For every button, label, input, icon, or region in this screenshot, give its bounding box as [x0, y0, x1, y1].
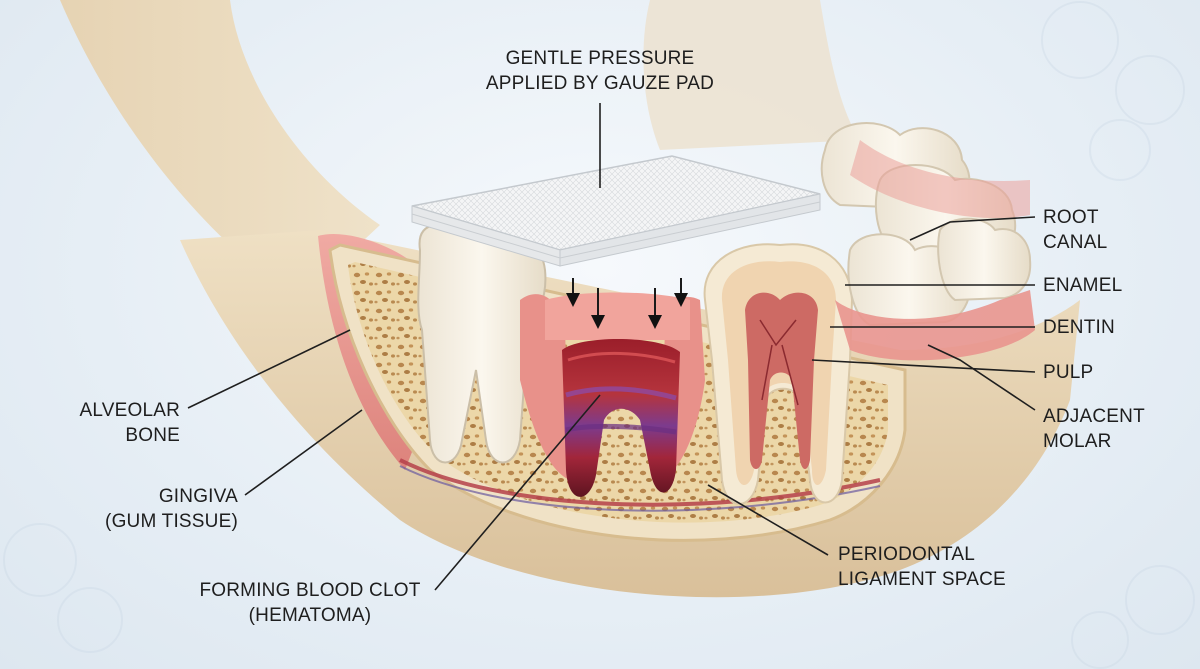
label-dentin: DENTIN	[1043, 317, 1115, 338]
socket-gum-top	[545, 292, 690, 340]
leader-lines	[187, 103, 1036, 591]
label-enamel: ENAMEL	[1043, 275, 1123, 296]
molar-cross-section	[703, 243, 854, 505]
label-blood-clot: FORMING BLOOD CLOT (HEMATOMA)	[199, 580, 421, 626]
ramus-left	[60, 0, 380, 300]
adjacent-teeth	[820, 122, 1035, 361]
gauze-pad	[411, 155, 821, 267]
label-gingiva: GINGIVA (GUM TISSUE)	[105, 486, 238, 532]
inferior-alveolar-canal	[399, 458, 881, 507]
pressure-arrows	[566, 278, 688, 329]
socket-wall-left	[520, 294, 570, 480]
label-adjacent-molar: ADJACENT MOLAR	[1043, 406, 1145, 452]
label-gauze-pressure: GENTLE PRESSURE APPLIED BY GAUZE PAD	[485, 48, 715, 94]
blood-clot	[562, 338, 680, 497]
label-alveolar-bone: ALVEOLAR BONE	[79, 400, 180, 446]
pulp	[745, 292, 818, 469]
label-root-canal: ROOT CANAL	[1043, 207, 1108, 253]
ramus-right	[643, 0, 860, 150]
cell-pattern-background	[3, 1, 1195, 669]
label-pulp: PULP	[1043, 362, 1094, 383]
label-periodontal-ligament: PERIODONTAL LIGAMENT SPACE	[838, 544, 1006, 590]
